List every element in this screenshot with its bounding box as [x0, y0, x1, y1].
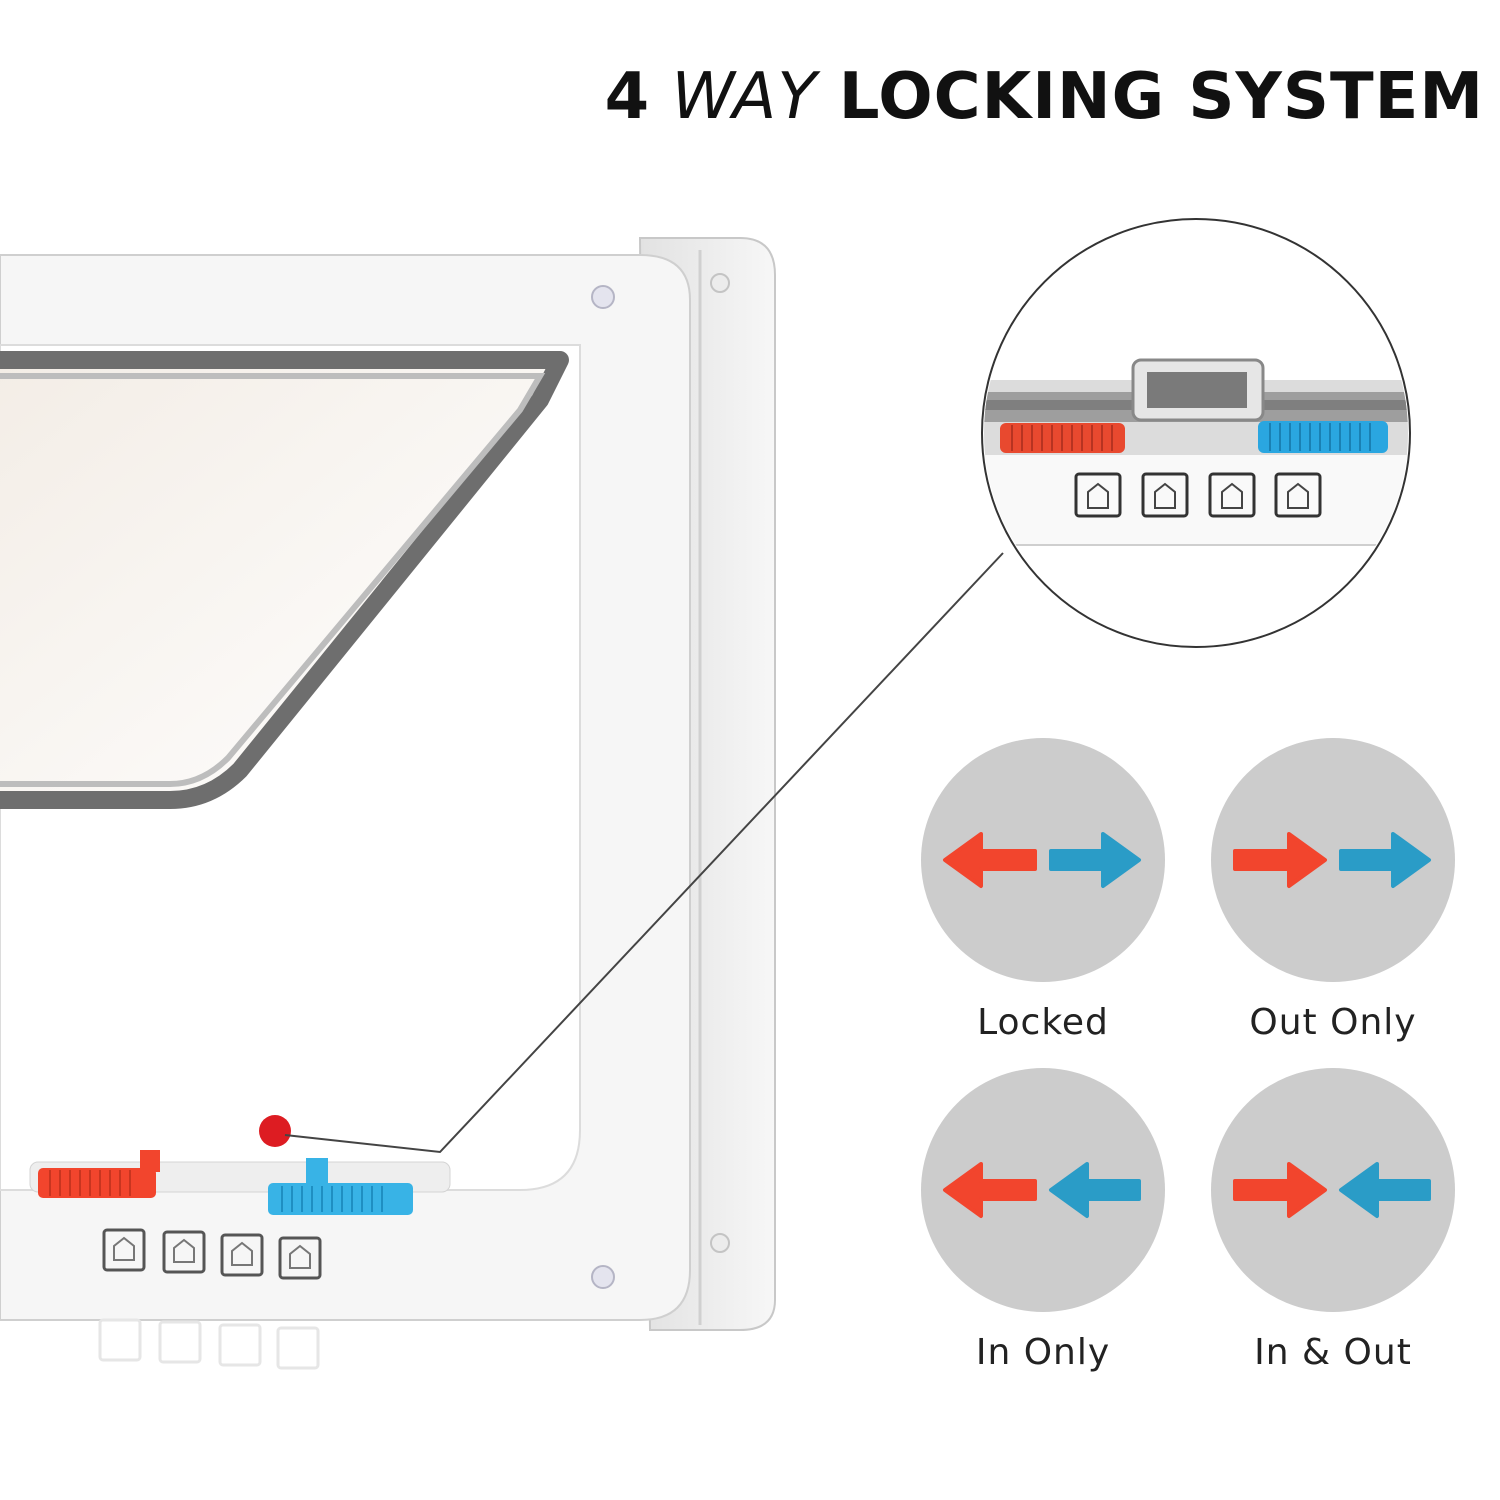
red-arrow-right-icon: [1233, 832, 1327, 888]
screw-icon: [591, 1265, 615, 1289]
screw-icon: [710, 273, 730, 293]
title-way: WAY: [671, 60, 818, 134]
blue-arrow-left-icon: [1339, 1162, 1431, 1218]
callout-line: [284, 552, 1004, 1154]
red-lock-slider: [38, 1150, 160, 1198]
in-and-out-icon: [1211, 1068, 1455, 1312]
blue-arrow-left-icon: [1049, 1162, 1141, 1218]
title-number: 4: [604, 60, 651, 134]
mode-tile-out-only: Out Only: [1183, 738, 1483, 1043]
mode-label-in-and-out: In & Out: [1254, 1332, 1412, 1373]
blue-lock-slider: [268, 1158, 413, 1215]
page-title: 4 WAY LOCKING SYSTEM: [605, 60, 1484, 134]
blue-arrow-right-icon: [1049, 832, 1141, 888]
blue-arrow-right-icon: [1339, 832, 1431, 888]
mode-label-in-only: In Only: [975, 1332, 1111, 1373]
out-only-icon: [1211, 738, 1455, 982]
screw-icon: [591, 285, 615, 309]
mode-tile-locked: Locked: [893, 738, 1193, 1043]
mode-tile-in-only: In Only: [893, 1068, 1193, 1373]
door-mode-icons: [102, 1228, 322, 1280]
mode-label-out-only: Out Only: [1249, 1002, 1417, 1043]
mode-label-locked: Locked: [977, 1002, 1109, 1043]
door-reflection: [98, 1318, 320, 1370]
door-flap: [0, 360, 560, 800]
in-only-icon: [921, 1068, 1165, 1312]
red-arrow-left-icon: [943, 1162, 1037, 1218]
locked-icon: [921, 738, 1165, 982]
title-rest: LOCKING SYSTEM: [838, 60, 1484, 134]
callout-dot: [259, 1115, 291, 1147]
red-arrow-right-icon: [1233, 1162, 1327, 1218]
zoom-detail-circle: [981, 218, 1411, 648]
screw-icon: [710, 1233, 730, 1253]
red-arrow-left-icon: [943, 832, 1037, 888]
mode-tile-in-and-out: In & Out: [1183, 1068, 1483, 1373]
